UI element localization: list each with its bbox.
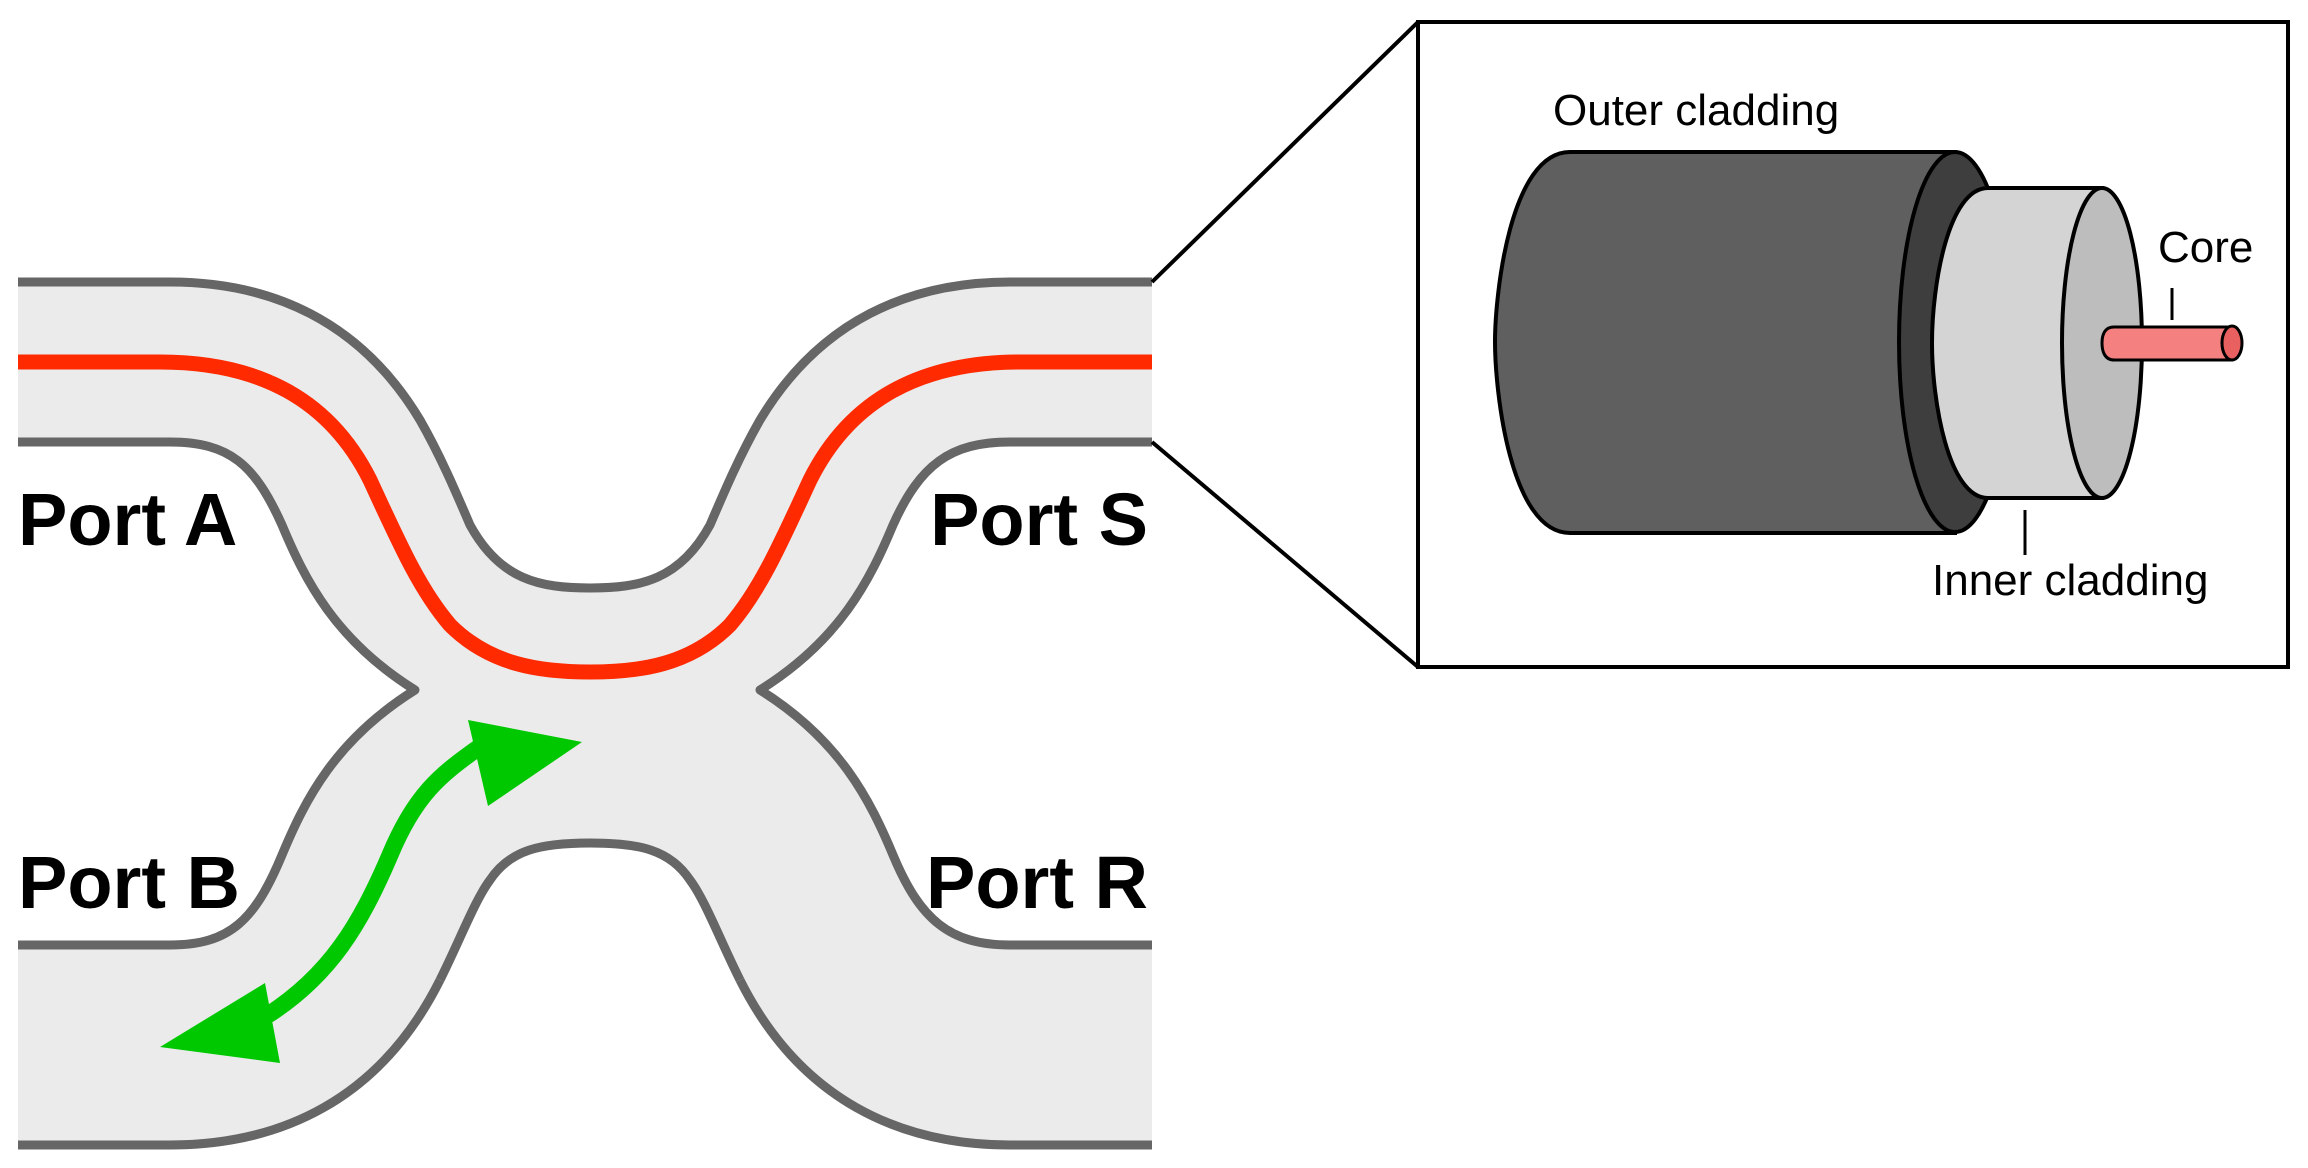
coupler-border-right bbox=[755, 437, 1152, 950]
outer-cladding-label: Outer cladding bbox=[1553, 86, 1839, 135]
coupler-border-top bbox=[18, 277, 1152, 593]
green-arrowhead-lower bbox=[160, 983, 280, 1063]
core-fiber bbox=[2100, 325, 2234, 362]
outer-cladding bbox=[1492, 150, 1957, 535]
inner-cladding bbox=[1929, 186, 2104, 500]
coupler-border-left bbox=[18, 437, 420, 950]
port-r-label: Port R bbox=[926, 841, 1148, 924]
fiber-coupler bbox=[18, 277, 1152, 1150]
zoom-line-bottom bbox=[1150, 440, 1420, 669]
inner-cladding-label: Inner cladding bbox=[1932, 556, 2208, 605]
zoom-line-top bbox=[1150, 20, 1420, 284]
core-label: Core bbox=[2158, 223, 2253, 272]
coupler-border-lower-hump bbox=[435, 838, 745, 983]
fiber-cross-section bbox=[1492, 150, 2244, 535]
green-bidirectional-arrow bbox=[160, 720, 582, 1063]
coupler-border-bottom bbox=[18, 977, 1152, 1150]
green-arrowhead-upper bbox=[468, 720, 582, 806]
port-b-label: Port B bbox=[18, 841, 240, 924]
red-signal-path bbox=[18, 354, 1152, 680]
port-s-label: Port S bbox=[930, 478, 1148, 561]
green-arrow-shaft bbox=[263, 741, 483, 1023]
port-a-label: Port A bbox=[18, 478, 237, 561]
coupler-body bbox=[18, 282, 1152, 1145]
core-fiber-end bbox=[2220, 324, 2244, 362]
